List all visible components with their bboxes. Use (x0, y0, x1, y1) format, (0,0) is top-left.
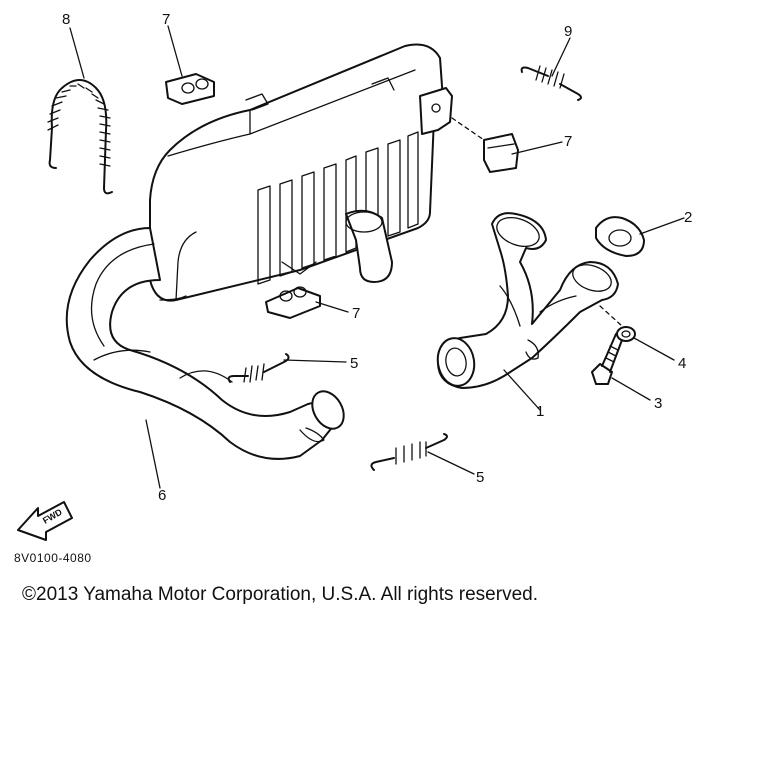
spring-part-upper (227, 353, 290, 383)
callout-5-lower: 5 (476, 469, 484, 486)
callout-7-middle: 7 (352, 305, 360, 322)
callout-3: 3 (654, 395, 662, 412)
callout-6: 6 (158, 487, 166, 504)
callout-1: 1 (536, 403, 544, 420)
damper-part-middle (265, 286, 321, 319)
short-spring-top-part (520, 65, 582, 101)
washer-part (599, 305, 636, 342)
callout-2: 2 (684, 209, 692, 226)
exhaust-joint-part (436, 212, 619, 389)
callout-8: 8 (62, 11, 70, 28)
bolt-part (591, 333, 623, 385)
forward-arrow-icon: FWD (17, 501, 73, 541)
long-spring-part (47, 79, 113, 195)
exhaust-pipe-part (65, 227, 345, 460)
callout-7-top-left: 7 (162, 11, 170, 28)
damper-part-top-left (165, 73, 215, 105)
gasket-part (595, 216, 645, 257)
spring-part-lower (370, 433, 448, 471)
damper-part-right (451, 117, 519, 173)
callout-5-upper: 5 (350, 355, 358, 372)
leader-lines (69, 25, 685, 489)
callout-7-right: 7 (564, 133, 572, 150)
muffler-body-part (149, 43, 453, 302)
callout-9: 9 (564, 23, 572, 40)
copyright-notice: ©2013 Yamaha Motor Corporation, U.S.A. A… (22, 584, 538, 605)
drawing-code: 8V0100-4080 (14, 551, 92, 565)
callout-4: 4 (678, 355, 686, 372)
